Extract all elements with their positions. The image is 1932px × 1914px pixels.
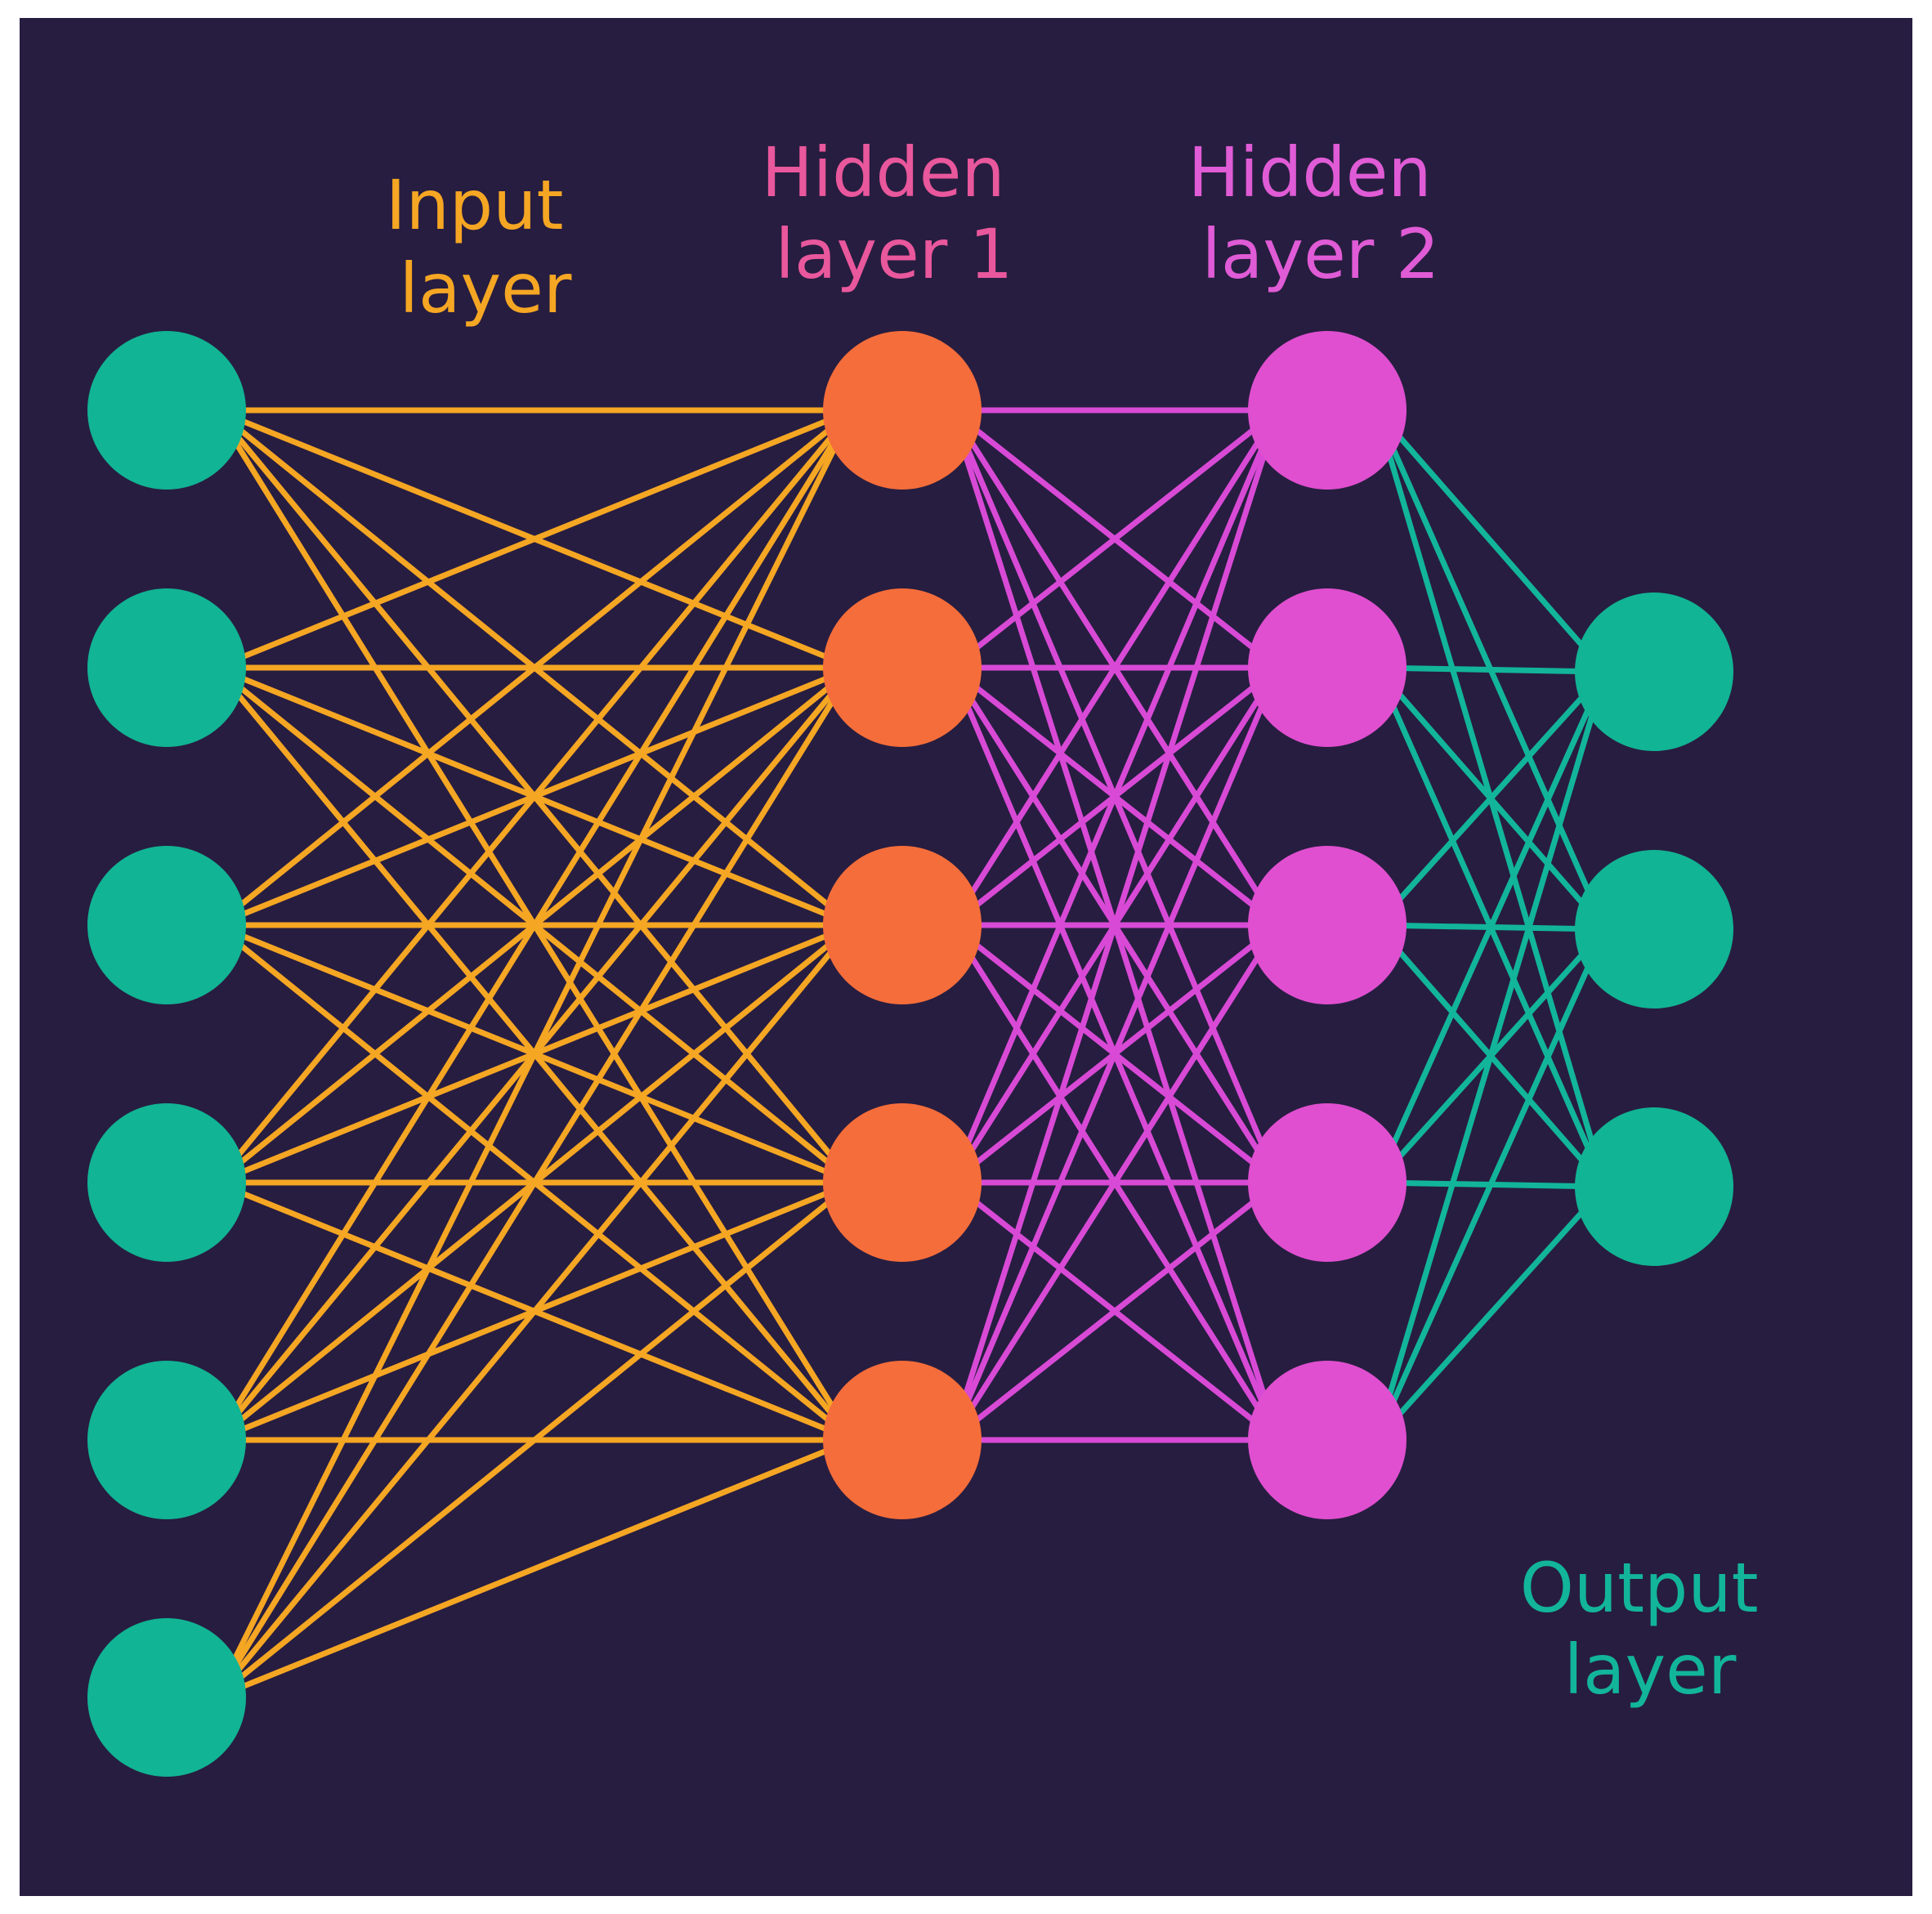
hidden2-node-4 (1248, 1103, 1407, 1262)
hidden-layer-1-label-line1: Hidden (762, 132, 1005, 212)
input-layer-label-line1: Input (386, 165, 564, 245)
connection-input-4-to-hidden1-1 (212, 407, 856, 1186)
hidden1-node-2 (823, 588, 982, 747)
hidden-layer-1-label: Hidden layer 1 (762, 132, 1027, 294)
output-node-3 (1575, 1107, 1733, 1266)
input-node-4 (87, 1103, 246, 1262)
connection-hidden2-3-to-output-1 (1373, 669, 1608, 928)
connection-hidden2-5-to-output-3 (1373, 1183, 1608, 1443)
hidden1-node-3 (823, 846, 982, 1004)
input-node-2 (87, 588, 246, 747)
connection-hidden2-1-to-output-1 (1373, 407, 1608, 675)
hidden-layer-2-label-line1: Hidden (1188, 132, 1432, 212)
connection-hidden1-5-to-hidden2-4 (948, 1179, 1281, 1443)
connection-input-6-to-hidden1-5 (212, 1437, 856, 1701)
connection-hidden1-3-to-hidden2-1 (948, 407, 1281, 928)
input-node-1 (87, 331, 246, 490)
input-layer-label: Input layer (386, 165, 585, 329)
hidden1-node-1 (823, 331, 982, 490)
output-layer-label-line2: layer (1564, 1630, 1737, 1710)
connection-hidden1-2-to-hidden2-1 (948, 407, 1281, 671)
hidden2-node-5 (1248, 1361, 1407, 1519)
input-node-3 (87, 846, 246, 1004)
connection-hidden1-5-to-hidden2-3 (948, 922, 1281, 1443)
output-node-2 (1575, 850, 1733, 1008)
connection-input-3-to-hidden1-1 (212, 407, 856, 928)
neural-network-diagram: Input layer Hidden layer 1 Hidden layer … (87, 132, 1781, 1777)
connection-hidden2-2-to-output-1 (1373, 664, 1608, 675)
connection-input-6-to-hidden1-3 (212, 922, 856, 1701)
hidden2-node-1 (1248, 331, 1407, 490)
hidden-layer-1-label-line2: layer 1 (776, 214, 1013, 294)
connection-hidden1-5-to-hidden2-2 (948, 664, 1281, 1443)
nodes-group (87, 331, 1733, 1777)
output-node-1 (1575, 593, 1733, 751)
connection-hidden2-5-to-output-2 (1373, 926, 1608, 1443)
connections-group (212, 407, 1608, 1701)
output-layer-label: Output layer (1520, 1548, 1781, 1710)
hidden1-node-5 (823, 1361, 982, 1519)
connection-input-6-to-hidden1-4 (212, 1179, 856, 1701)
hidden2-node-3 (1248, 846, 1407, 1004)
connection-hidden1-4-to-hidden2-1 (948, 407, 1281, 1186)
input-node-6 (87, 1618, 246, 1777)
output-layer-label-line1: Output (1520, 1548, 1759, 1628)
hidden-layer-2-label-line2: layer 2 (1202, 214, 1440, 294)
input-node-5 (87, 1361, 246, 1519)
hidden1-node-4 (823, 1103, 982, 1262)
connection-input-2-to-hidden1-1 (212, 407, 856, 671)
hidden2-node-2 (1248, 588, 1407, 747)
connection-hidden2-4-to-output-1 (1373, 669, 1608, 1186)
connection-hidden1-5-to-hidden2-1 (948, 407, 1281, 1443)
connection-input-6-to-hidden1-1 (212, 407, 856, 1701)
connection-hidden2-5-to-output-1 (1373, 669, 1608, 1443)
diagram-frame: Input layer Hidden layer 1 Hidden layer … (20, 18, 1912, 1896)
connection-input-6-to-hidden1-2 (212, 664, 856, 1701)
connection-input-5-to-hidden1-1 (212, 407, 856, 1443)
hidden-layer-2-label: Hidden layer 2 (1188, 132, 1454, 294)
input-layer-label-line2: layer (400, 248, 572, 329)
